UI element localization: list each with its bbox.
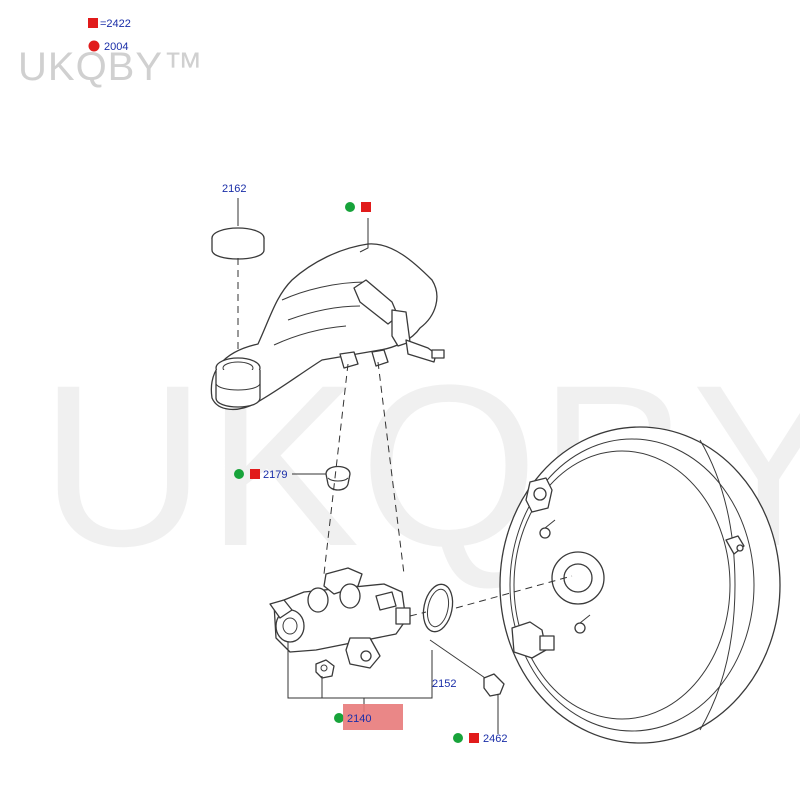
red-square-marker: [250, 469, 260, 479]
legend-circle-icon: [88, 40, 100, 52]
leader-lines: [237, 198, 499, 734]
reservoir-seal: [325, 465, 351, 491]
label-2152: 2152: [432, 678, 456, 690]
reservoir-cap: [211, 227, 265, 260]
callout-labels: 2162 2179 2140 2152 2462: [222, 183, 507, 745]
legend: =2422 2004: [88, 18, 131, 53]
green-dot-marker: [345, 202, 355, 212]
mounting-bolt: [429, 639, 505, 697]
label-2462: 2462: [483, 733, 507, 745]
highlight-box: [343, 704, 403, 730]
legend-square-text: =2422: [100, 18, 131, 30]
master-cylinder: [269, 567, 411, 679]
label-2179: 2179: [263, 469, 287, 481]
callout-markers: [234, 202, 479, 743]
label-2140: 2140: [347, 713, 371, 725]
fluid-reservoir: [210, 243, 445, 410]
green-dot-marker: [234, 469, 244, 479]
legend-square-icon: [88, 18, 98, 28]
red-square-marker: [361, 202, 371, 212]
o-ring: [422, 583, 454, 633]
green-dot-marker: [453, 733, 463, 743]
watermark-small: UKQBY™: [18, 45, 204, 89]
red-square-marker: [469, 733, 479, 743]
label-2162: 2162: [222, 183, 246, 195]
assembly-lines: [237, 258, 573, 617]
brake-booster: [499, 426, 781, 744]
legend-circle-text: 2004: [104, 41, 128, 53]
green-dot-marker: [334, 713, 344, 723]
